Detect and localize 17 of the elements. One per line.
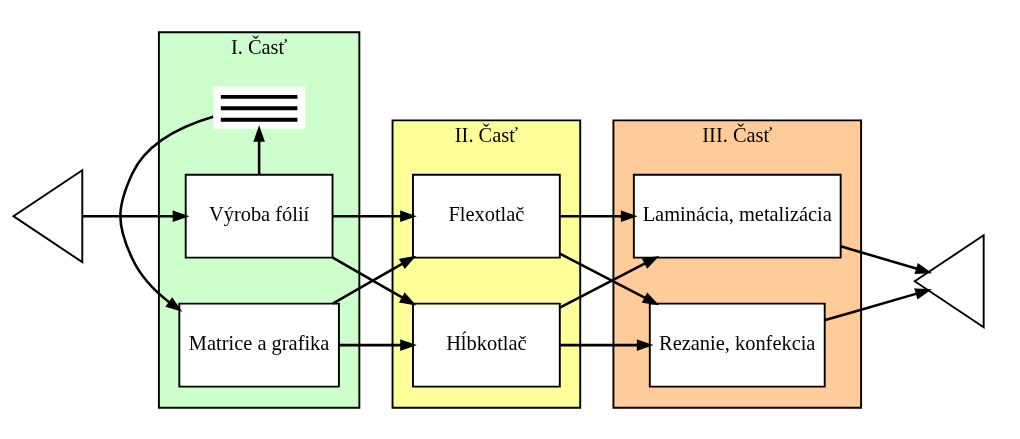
node-box: Výroba fólií: [184, 173, 334, 259]
arrow: [559, 338, 654, 351]
node-box: Laminácia, metalizácia: [632, 173, 842, 259]
arrow: [82, 209, 190, 222]
node-box: Hĺbkotlač: [412, 302, 561, 388]
arrow: [339, 338, 417, 351]
arrow: [119, 115, 214, 312]
arrow: [840, 244, 933, 274]
arrow: [332, 209, 417, 222]
node-bar: [213, 86, 306, 129]
node-triangle: [11, 167, 84, 264]
node-box: Flexotlač: [412, 173, 561, 259]
node-box: Matrice a grafika: [178, 302, 340, 388]
node-box: Rezanie, konfekcia: [648, 302, 826, 388]
arrow: [559, 209, 638, 222]
arrow: [253, 124, 265, 175]
arrow: [824, 287, 932, 321]
